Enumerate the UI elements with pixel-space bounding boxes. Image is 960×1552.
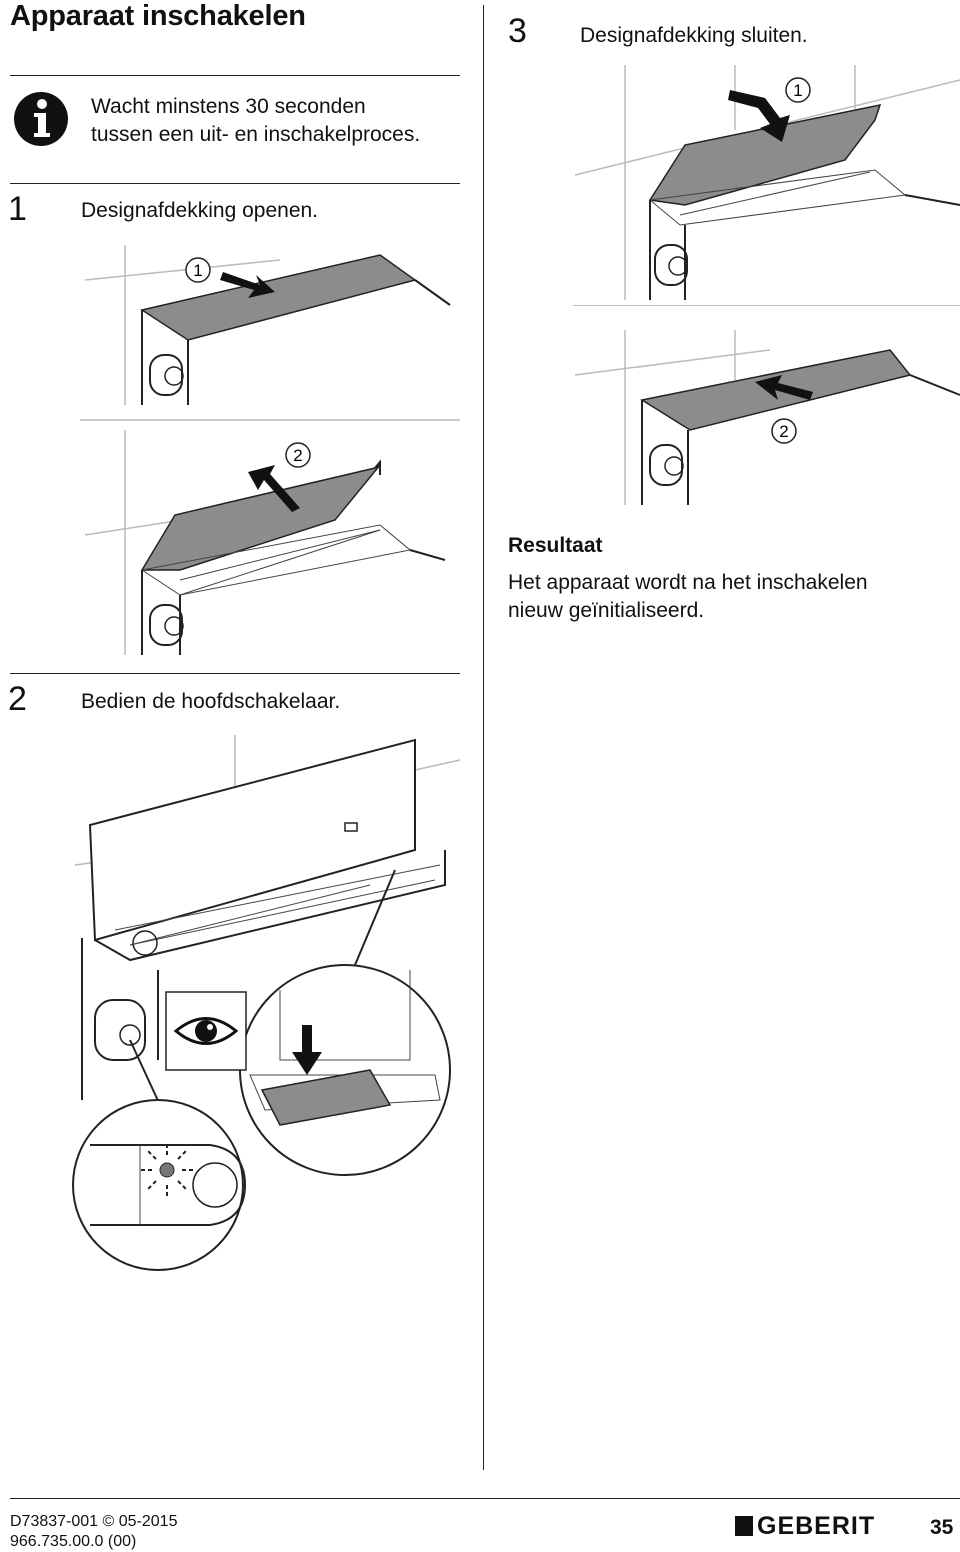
- step-1-number: 1: [8, 190, 27, 228]
- info-note-line-2: tussen een uit- en inschakelproces.: [91, 123, 421, 146]
- arrow-icon: [292, 1025, 322, 1075]
- result-heading: Resultaat: [508, 534, 603, 557]
- step-3-text: Designafdekking sluiten.: [580, 24, 808, 47]
- brand-logo: GEBERIT: [735, 1512, 876, 1540]
- step-3-illustration-closed: 2: [574, 330, 960, 505]
- step-1-text: Designafdekking openen.: [81, 199, 319, 222]
- callout-2: [285, 442, 311, 468]
- note-rule: [10, 183, 460, 184]
- callout-2-label: 2: [293, 446, 302, 465]
- callout-1-label: 1: [193, 261, 202, 280]
- footer-rule: [10, 1498, 960, 1499]
- result-text: Het apparaat wordt na het inschakelen ni…: [508, 569, 868, 625]
- callout-1: [185, 257, 211, 283]
- page-title: Apparaat inschakelen: [10, 0, 306, 32]
- callout-2-label: 2: [779, 422, 788, 441]
- callout-2: [771, 418, 797, 444]
- brand-name: GEBERIT: [757, 1512, 876, 1540]
- step-1-illustration-open: 2: [80, 419, 460, 655]
- arrow-icon: [728, 90, 790, 142]
- brand-logo-square: [735, 1516, 753, 1536]
- step-2-illustration: [72, 735, 461, 1271]
- info-icon: [14, 92, 68, 146]
- footer-doc-code: D73837-001 © 05-2015: [10, 1513, 178, 1530]
- footer-part-number: 966.735.00.0 (00): [10, 1533, 137, 1550]
- page-number: 35: [930, 1516, 954, 1539]
- result-line-2: nieuw geïnitialiseerd.: [508, 599, 705, 622]
- step-3-separator: [573, 305, 960, 306]
- step-1-illustration-closed: 1: [84, 245, 451, 405]
- result-line-1: Het apparaat wordt na het inschakelen: [508, 571, 868, 594]
- step-2-text: Bedien de hoofdschakelaar.: [81, 690, 341, 713]
- led-flash-icon: [140, 1142, 194, 1198]
- step-3-number: 3: [508, 12, 527, 50]
- callout-1-label: 1: [793, 81, 802, 100]
- callout-1: [785, 77, 811, 103]
- title-rule: [10, 75, 460, 76]
- arrow-icon: [755, 375, 813, 400]
- step-2-number: 2: [8, 680, 27, 718]
- arrow-icon: [248, 465, 300, 512]
- step-3-illustration-lowering: 1: [574, 65, 960, 300]
- eye-icon: [173, 1017, 239, 1045]
- info-note: Wacht minstens 30 seconden tussen een ui…: [91, 93, 420, 149]
- arrow-icon: [220, 272, 275, 298]
- step-2-rule: [10, 673, 460, 674]
- column-divider: [483, 5, 484, 1470]
- info-note-line-1: Wacht minstens 30 seconden: [91, 95, 366, 118]
